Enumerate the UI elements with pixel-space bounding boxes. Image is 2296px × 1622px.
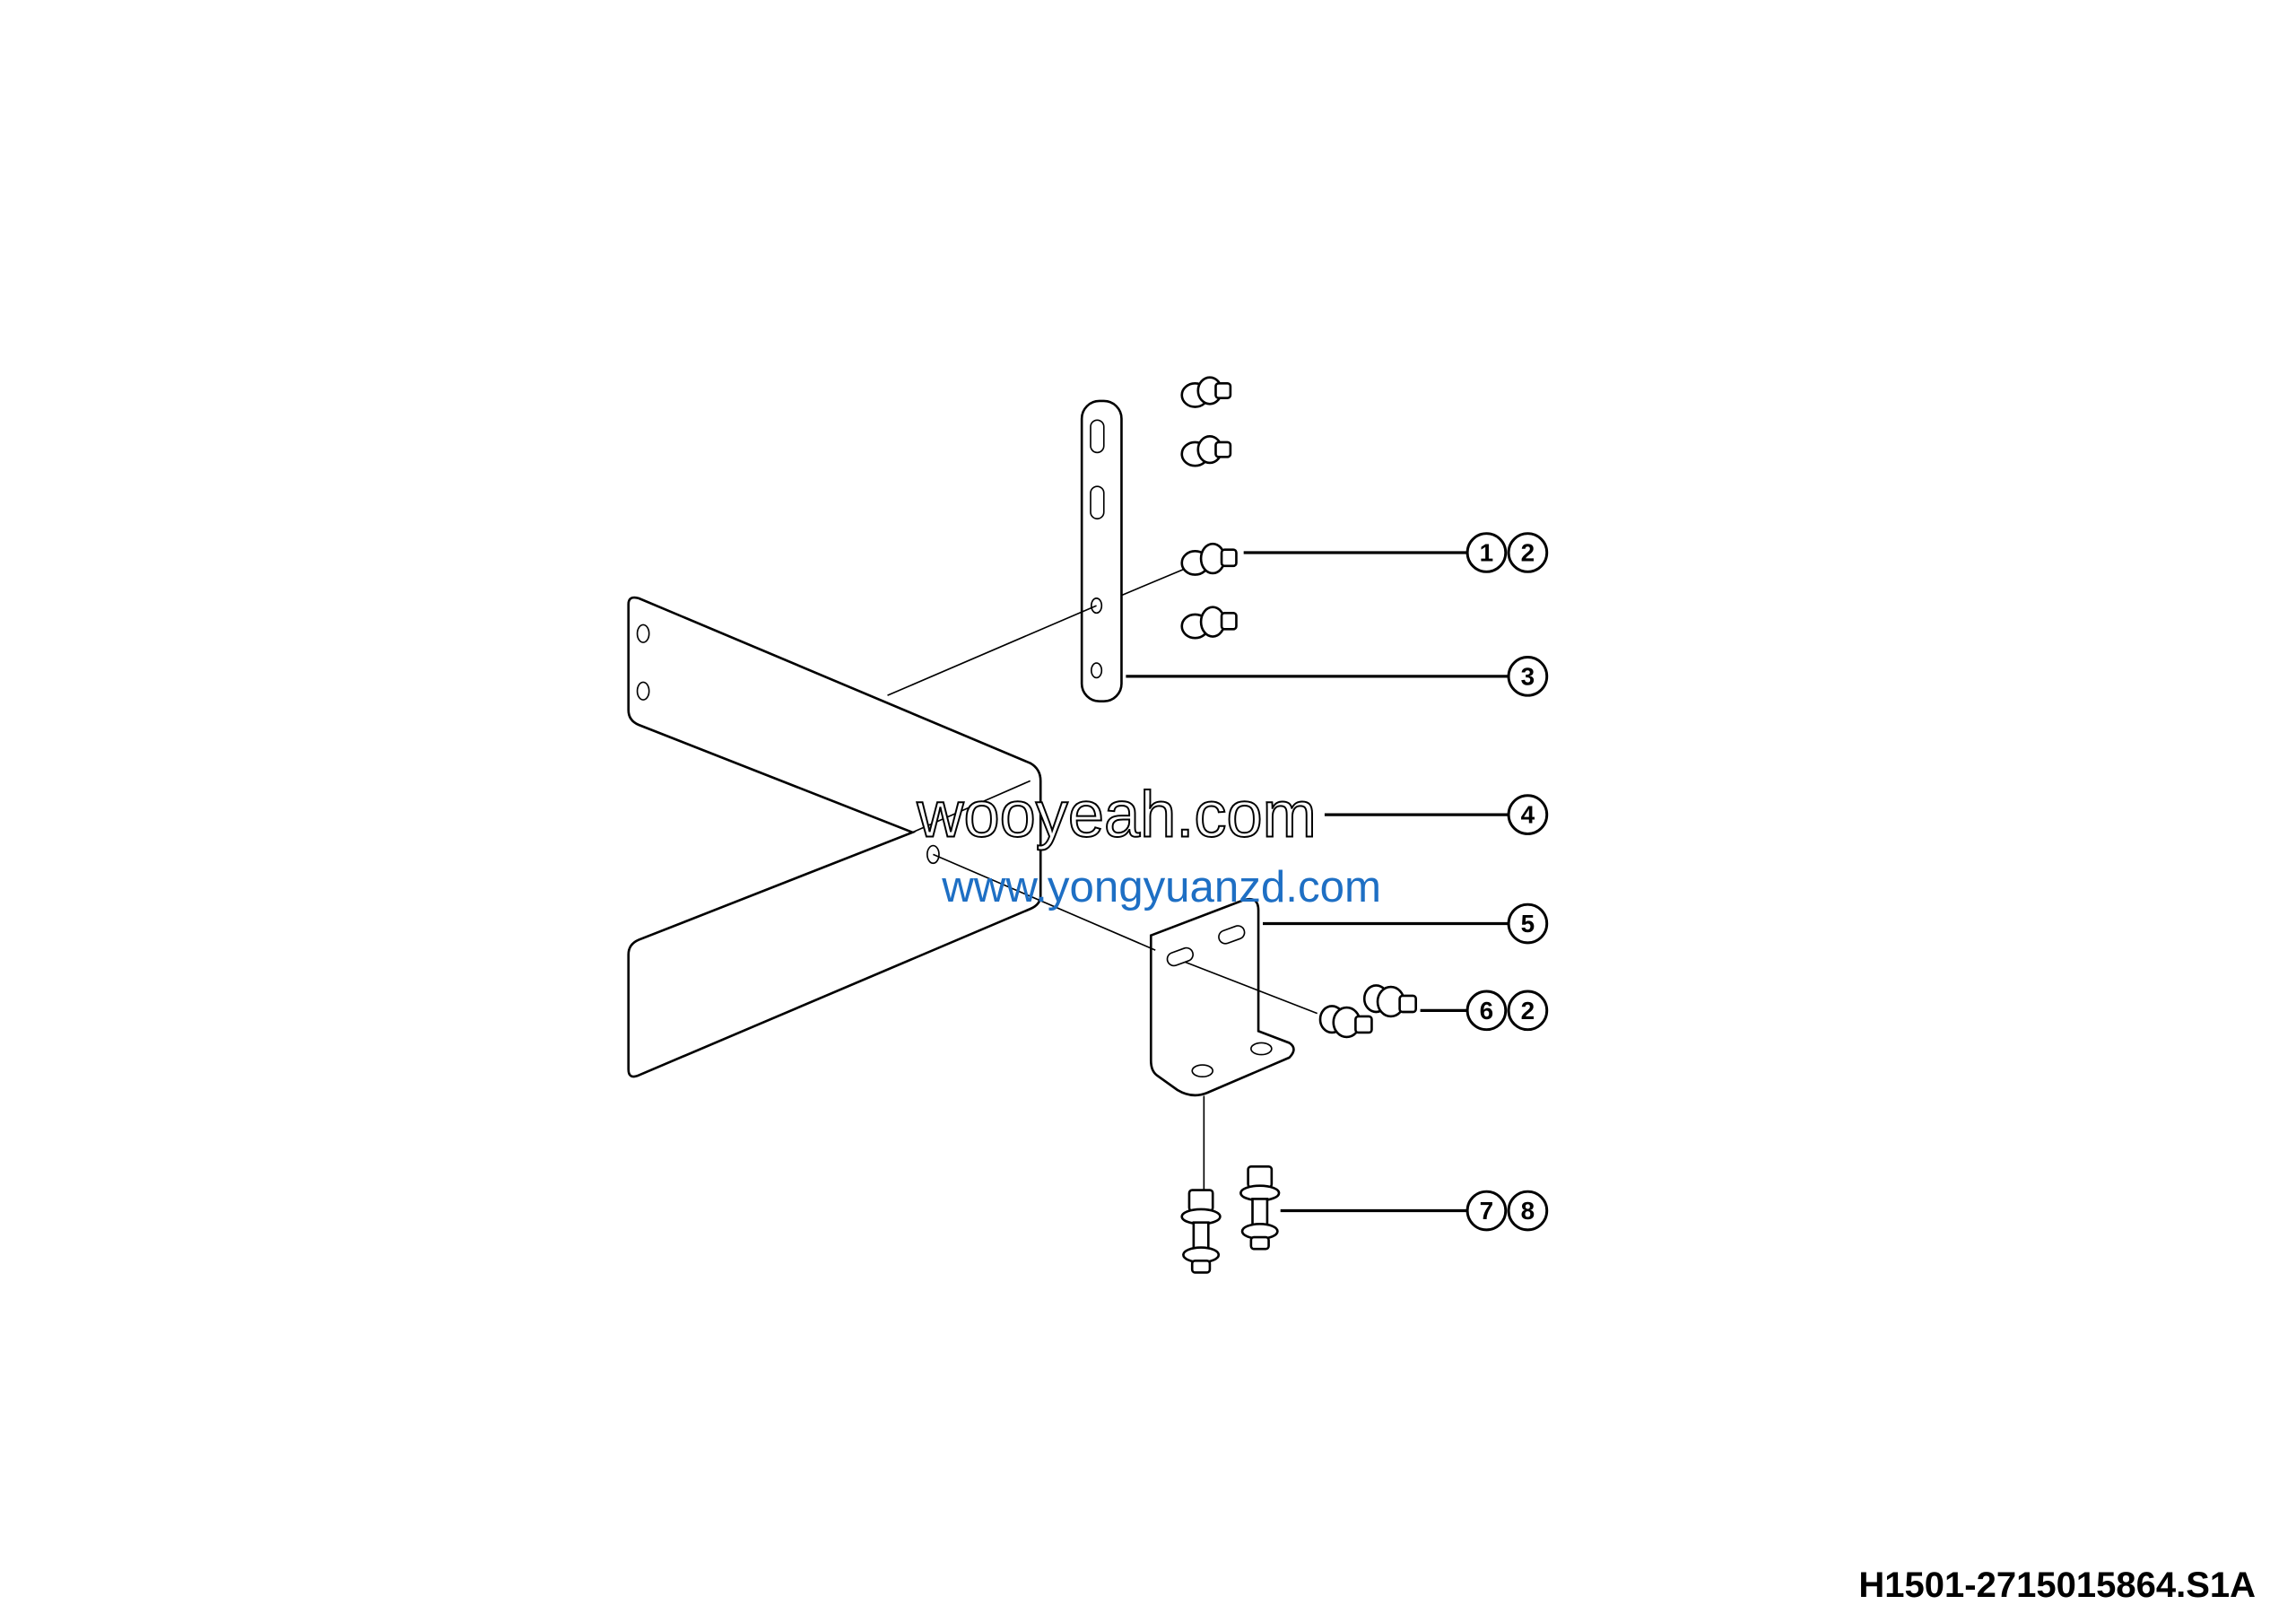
svg-text:5: 5 xyxy=(1521,910,1535,937)
main-bracket xyxy=(627,596,1042,1078)
strip-plate xyxy=(1080,399,1123,703)
svg-text:2: 2 xyxy=(1521,997,1535,1025)
svg-text:4: 4 xyxy=(1521,801,1535,829)
svg-text:2: 2 xyxy=(1521,539,1535,567)
callout-5: 5 xyxy=(1507,903,1549,945)
svg-text:6: 6 xyxy=(1480,997,1494,1025)
watermark-blue: www.yongyuanzd.com xyxy=(941,862,1381,911)
svg-text:1: 1 xyxy=(1480,539,1494,567)
svg-text:7: 7 xyxy=(1480,1197,1494,1225)
svg-text:3: 3 xyxy=(1521,662,1535,690)
callout-4: 4 xyxy=(1507,794,1549,835)
callout-1-2: 1 2 xyxy=(1465,532,1549,573)
l-bracket xyxy=(1149,897,1295,1097)
watermark-outline: wooyeah.com xyxy=(916,780,1316,851)
callout-3: 3 xyxy=(1507,656,1549,697)
callout-6-2: 6 2 xyxy=(1465,990,1549,1032)
bolt-icons xyxy=(1180,376,1417,1274)
drawing-code: H1501-2715015864.S1A xyxy=(1858,1565,2256,1605)
callout-leaders xyxy=(1126,551,1509,1213)
svg-text:8: 8 xyxy=(1521,1197,1535,1225)
callout-7-8: 7 8 xyxy=(1465,1190,1549,1232)
